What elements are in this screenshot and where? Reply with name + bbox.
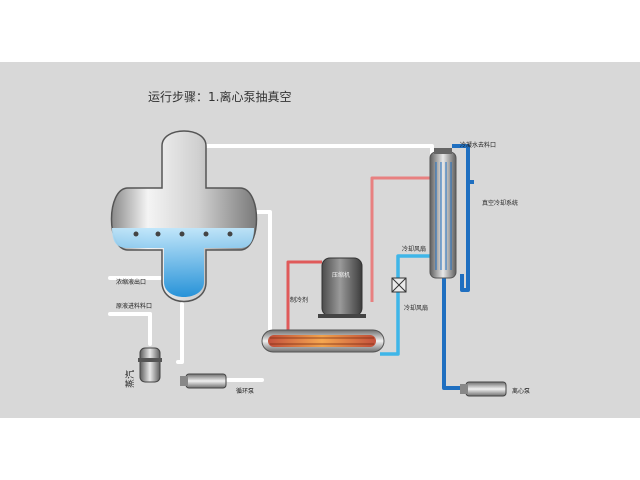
refrigerant-pipe-left xyxy=(286,260,322,332)
vacuum-cooling-system-label: 真空冷却系统 xyxy=(482,199,518,207)
step-title: 运行步骤：1.离心泵抽真空 xyxy=(148,90,292,104)
evaporator-vessel xyxy=(110,130,258,303)
raw-liquid-inlet-label: 原液进料料口 xyxy=(116,302,152,310)
concentrate-outlet-label: 浓缩液出口 xyxy=(116,278,146,286)
vessel-to-pump-pipe xyxy=(176,302,184,364)
centrifugal-pump xyxy=(460,381,507,397)
vacuum-pipe-down xyxy=(442,274,466,390)
evaporator-liquid xyxy=(112,228,254,297)
vacuum-pipe-right xyxy=(452,144,470,292)
vacuum-pipes xyxy=(442,144,474,390)
refrigerant-label: 制冷剂 xyxy=(290,296,308,304)
process-diagram: 压缩机 xyxy=(108,130,530,397)
vessel-to-exchanger-pipe xyxy=(254,210,272,334)
circulation-pump xyxy=(180,373,227,389)
diagram-stage: 运行步骤：1.离心泵抽真空 xyxy=(0,62,640,418)
refrigerant-pipes xyxy=(286,176,434,332)
steam-trap xyxy=(138,347,162,383)
cooling-pipe-main xyxy=(380,254,436,356)
white-pipes xyxy=(108,144,434,382)
cooling-fan-top-label: 冷却风扇 xyxy=(402,245,426,253)
cooling-fan xyxy=(391,277,407,293)
heat-exchanger xyxy=(261,329,385,353)
cooling-water-inlet-label: 冷凝水去料口 xyxy=(460,141,496,149)
steam-label: 蒸汽 xyxy=(124,370,136,388)
compressor: 压缩机 xyxy=(318,257,366,318)
vapor-pipe-to-condenser xyxy=(203,144,434,158)
spray-nozzles xyxy=(133,231,233,237)
vertical-condenser xyxy=(429,148,457,279)
compressor-label: 压缩机 xyxy=(332,271,350,279)
circulation-pump-label: 循环泵 xyxy=(236,387,254,395)
refrigerant-pipe-top xyxy=(370,176,434,302)
condenser-fan-label: 冷却风扇 xyxy=(404,304,428,312)
centrifugal-pump-label: 离心泵 xyxy=(512,387,530,395)
